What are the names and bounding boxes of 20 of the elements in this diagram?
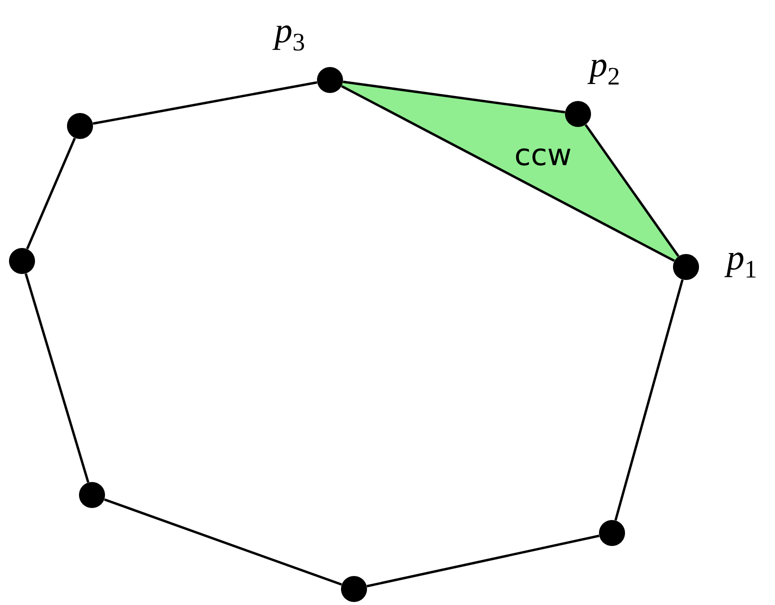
polygon-edge xyxy=(342,80,566,114)
orientation-label: ccw xyxy=(516,148,570,166)
vertex-label: p$_{1}$ xyxy=(724,252,756,278)
vertex-dot xyxy=(565,101,591,127)
polygon-edge xyxy=(366,534,600,588)
vertex-label: p$_{3}$ xyxy=(272,25,304,51)
polygon-edge xyxy=(104,498,342,586)
polygon-edge xyxy=(614,279,684,521)
vertex-dot xyxy=(79,482,105,508)
vertex-dot xyxy=(341,576,367,602)
polygon-edge xyxy=(584,124,680,257)
vertex-dot xyxy=(9,248,35,274)
vertex-dot xyxy=(599,520,625,546)
vertex-dot xyxy=(67,113,93,139)
polygon-edge xyxy=(92,81,318,125)
vertex-dot xyxy=(673,254,699,280)
polygon-edge xyxy=(26,138,76,250)
vertex-dot xyxy=(317,67,343,93)
polygon-edge xyxy=(24,273,90,483)
vertex-label: p$_{2}$ xyxy=(587,60,619,84)
